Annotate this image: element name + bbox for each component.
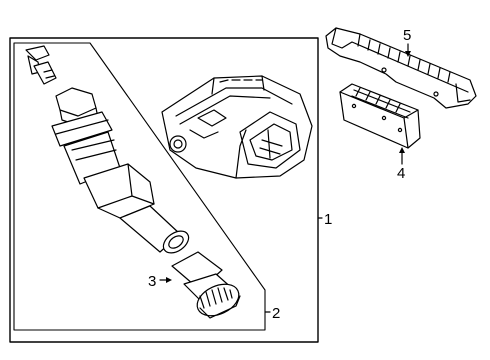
callout-2: 2 [272, 305, 280, 322]
assembly-frame [9, 37, 319, 343]
callout-1: 1 [324, 211, 332, 228]
tpms-sensor-part [161, 75, 313, 179]
valve-subassembly-outline [13, 42, 266, 331]
nut-part [171, 251, 241, 319]
callout-3: 3 [148, 273, 156, 290]
callout-4-arrowhead [399, 147, 405, 153]
valve-cap-part [25, 45, 57, 85]
callout-4: 4 [397, 165, 405, 182]
callout-5-arrowhead [405, 51, 411, 57]
module-part [339, 83, 421, 149]
callout-5: 5 [403, 27, 411, 44]
callout-3-arrowhead [166, 277, 172, 283]
valve-stem-part [51, 87, 190, 254]
bracket-part [325, 27, 477, 109]
